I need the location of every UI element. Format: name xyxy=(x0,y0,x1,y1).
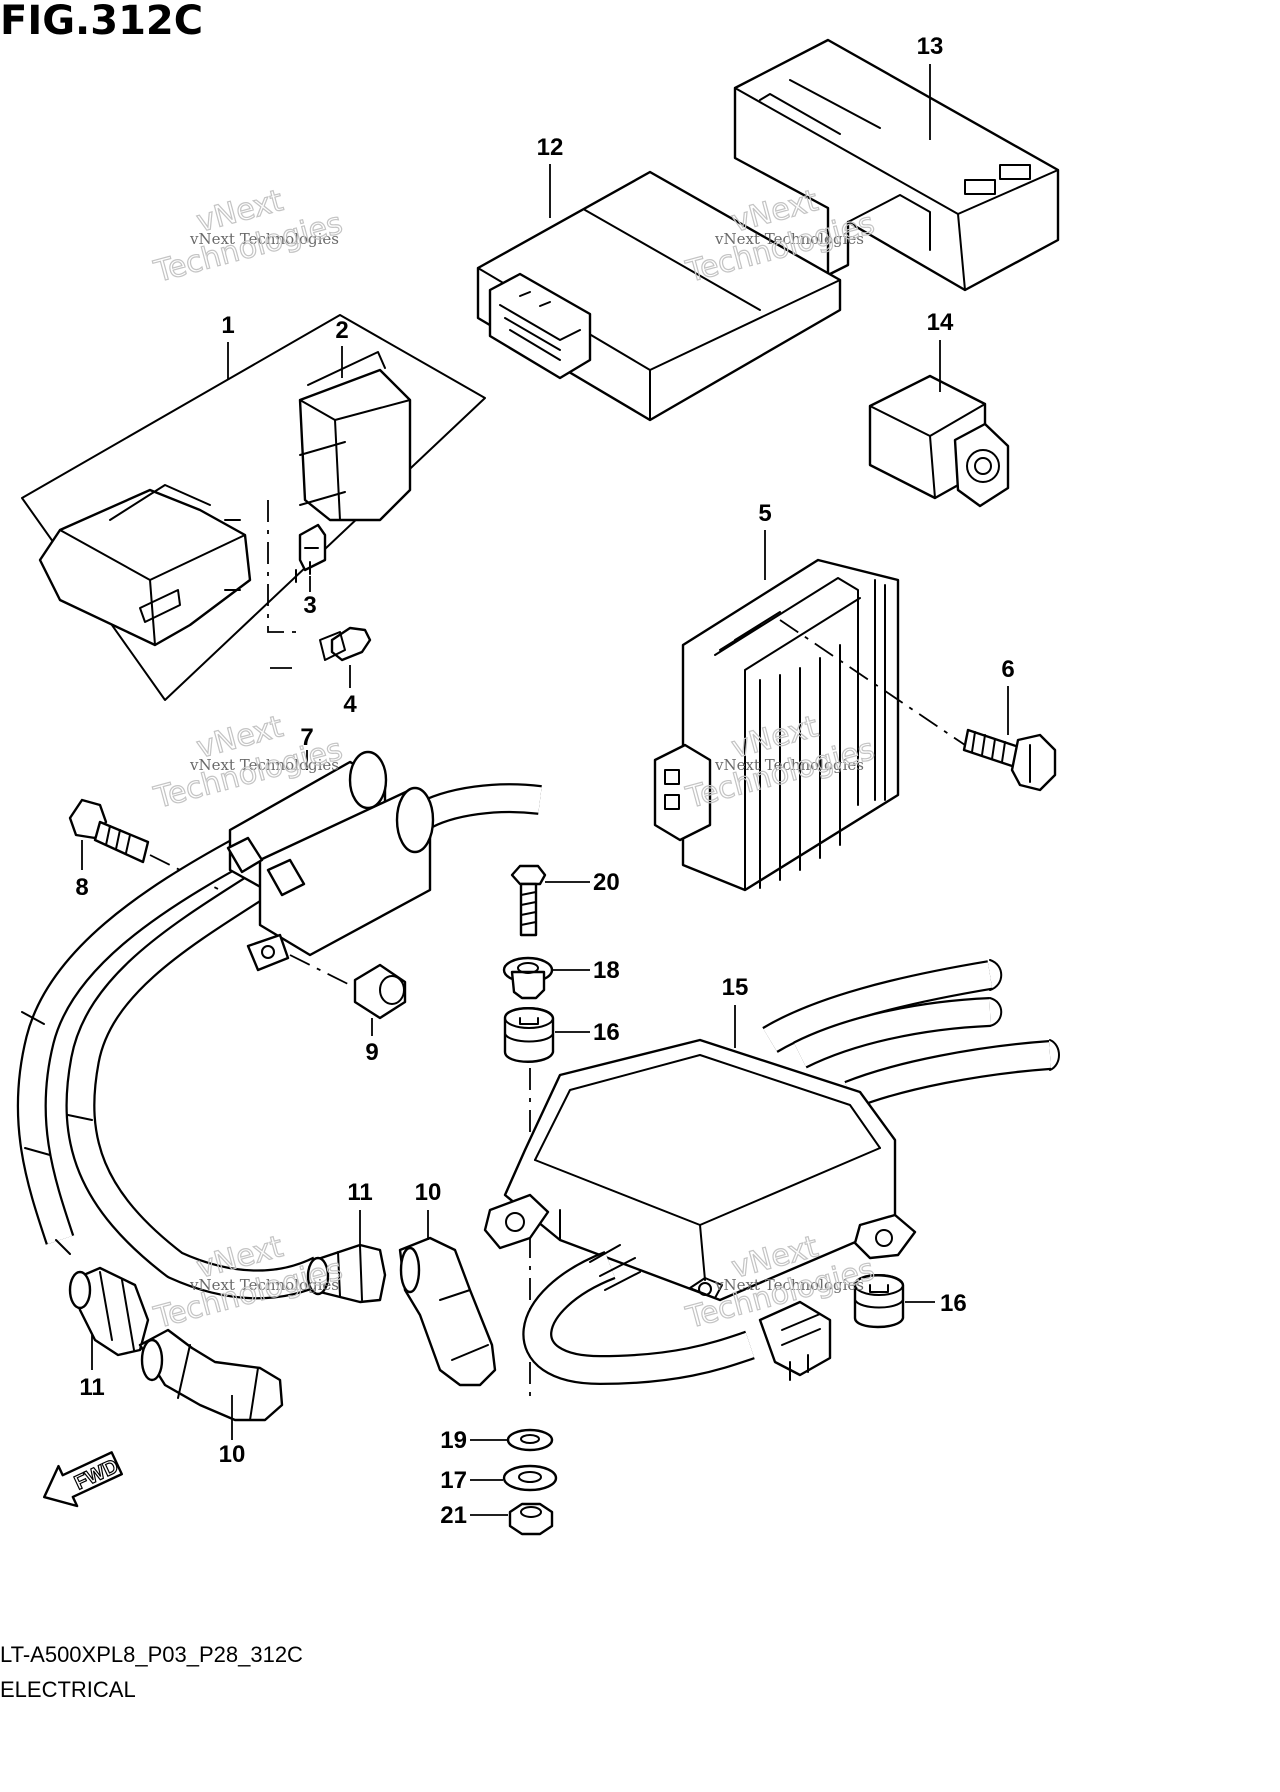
callout-9: 9 xyxy=(365,1039,378,1066)
part-12-ecm xyxy=(476,170,842,422)
callout-11-center: 11 xyxy=(347,1179,372,1206)
part-19-washer xyxy=(506,1428,554,1452)
svg-text:vNext Technologies: vNext Technologies xyxy=(189,756,339,774)
callout-15: 15 xyxy=(722,974,749,1001)
watermark: vNext Technologies Technologies vNext vN… xyxy=(149,183,878,1337)
svg-text:vNext Technologies: vNext Technologies xyxy=(714,230,864,248)
part-14-relay xyxy=(868,374,1010,508)
part-13-ecm-cover xyxy=(733,38,1060,292)
svg-text:vNext Technologies: vNext Technologies xyxy=(714,1276,864,1294)
part-11-cap-left xyxy=(68,1266,150,1357)
part-18-collar xyxy=(502,956,554,1000)
callout-18: 18 xyxy=(593,957,620,984)
callout-11-left: 11 xyxy=(79,1374,104,1401)
part-20-bolt xyxy=(510,864,547,937)
callout-4: 4 xyxy=(343,691,357,718)
callout-19: 19 xyxy=(440,1427,467,1454)
part-17-washer xyxy=(502,1464,558,1492)
callout-17: 17 xyxy=(440,1467,467,1494)
part-10-plug-cap-center xyxy=(398,1236,497,1387)
callout-1: 1 xyxy=(221,312,234,339)
svg-text:vNext Technologies: vNext Technologies xyxy=(714,756,864,774)
callout-16-upper: 16 xyxy=(593,1019,620,1046)
part-16-grommet-lower xyxy=(853,1274,905,1329)
callout-21: 21 xyxy=(440,1502,467,1529)
svg-text:vNext Technologies: vNext Technologies xyxy=(189,230,339,248)
callout-10-center: 10 xyxy=(415,1179,442,1206)
callout-2: 2 xyxy=(335,317,348,344)
part-11-cap-center xyxy=(306,1243,387,1304)
part-1-starter-relay-assembly xyxy=(21,314,486,701)
callout-6: 6 xyxy=(1001,656,1014,683)
figure-title: FIG.312C xyxy=(0,0,203,44)
callout-8: 8 xyxy=(75,874,88,901)
figure-section: ELECTRICAL xyxy=(0,1677,136,1702)
svg-text:vNext Technologies: vNext Technologies xyxy=(189,1276,339,1294)
part-16-grommet-upper xyxy=(503,1007,555,1063)
callout-20: 20 xyxy=(593,869,620,896)
fwd-arrow-icon: FWD xyxy=(43,1451,124,1508)
part-10-plug-cap-left xyxy=(138,1328,284,1422)
part-6-bolt xyxy=(962,728,1057,792)
callout-14: 14 xyxy=(927,309,954,336)
part-15-control-unit xyxy=(483,959,1060,1385)
part-21-nut xyxy=(508,1502,554,1536)
callout-16-lower: 16 xyxy=(940,1290,967,1317)
part-5-regulator-rectifier xyxy=(653,558,966,892)
callout-7: 7 xyxy=(300,724,313,751)
figure-code: LT-A500XPL8_P03_P28_312C xyxy=(0,1642,303,1667)
callout-12: 12 xyxy=(537,134,564,161)
callout-10-left: 10 xyxy=(219,1441,246,1468)
callout-5: 5 xyxy=(758,500,771,527)
callout-3: 3 xyxy=(303,592,316,619)
callout-13: 13 xyxy=(917,33,944,60)
part-7-ignition-coil xyxy=(226,750,435,986)
part-9-spacer xyxy=(353,963,407,1020)
